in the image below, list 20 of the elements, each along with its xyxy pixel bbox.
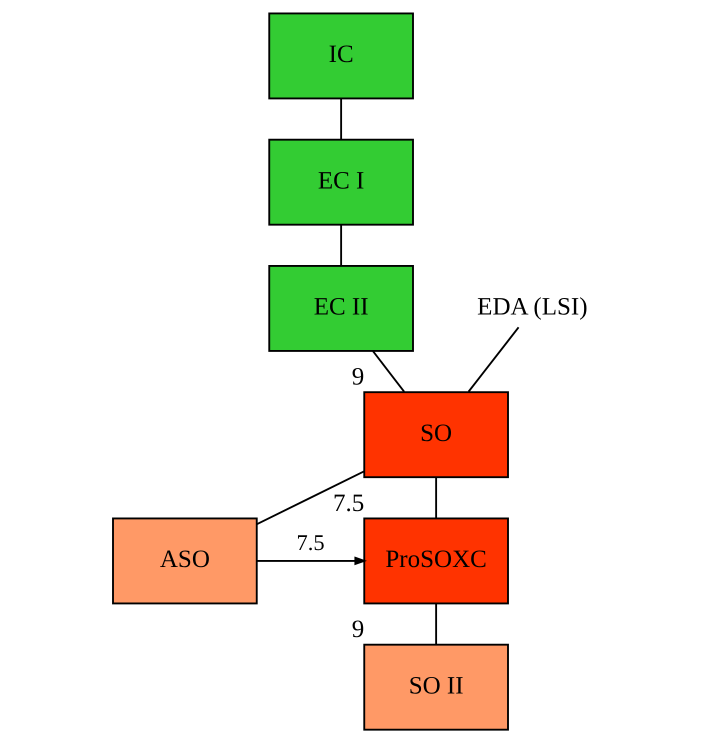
node-label: 7.5 [333, 490, 364, 517]
node-box: ProSOXC [363, 517, 509, 604]
connector [256, 470, 365, 525]
connector [340, 98, 342, 140]
connector [435, 604, 438, 644]
node-box: ASO [112, 517, 258, 604]
node-box: SO [363, 391, 509, 478]
arrow [256, 556, 367, 566]
node-text: EDA (LSI) [477, 294, 588, 321]
node-box: EC II [268, 264, 414, 352]
node-box: EC I [268, 138, 414, 226]
connector [435, 477, 438, 518]
node-box: IC [268, 12, 414, 100]
node-box: SO II [363, 644, 509, 731]
node-label: 9 [352, 364, 364, 391]
connector [340, 224, 342, 266]
node-label: 9 [352, 616, 364, 644]
connector [468, 326, 520, 392]
edge-label: 7.5 [296, 530, 325, 556]
connector [372, 350, 405, 392]
